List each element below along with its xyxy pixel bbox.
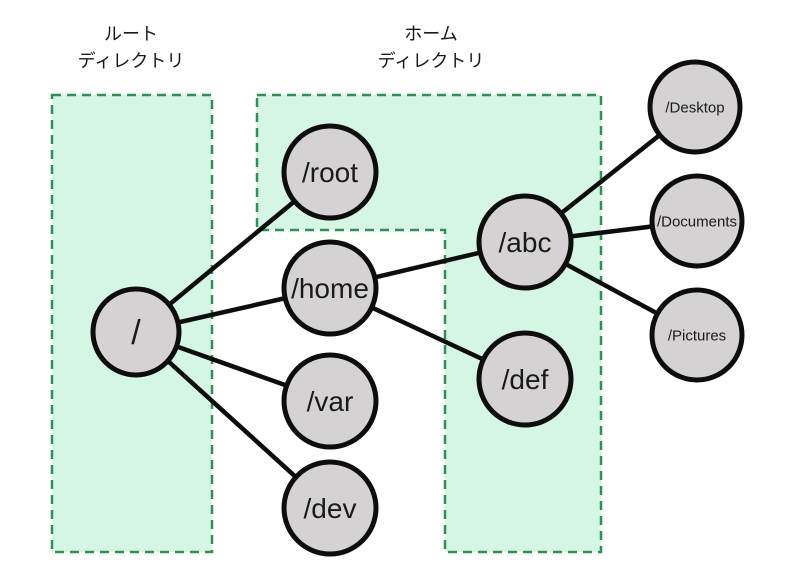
node-circle-desktop: [647, 59, 743, 155]
node-circle-abc: [476, 193, 574, 291]
node-pictures: /Pictures: [649, 287, 745, 383]
home-directory-label-line-2: ディレクトリ: [378, 51, 485, 71]
node-var: /var: [281, 352, 379, 450]
node-root: /: [90, 286, 182, 378]
node-label-root: /: [131, 314, 141, 352]
node-circle-root: [90, 286, 182, 378]
node-slashroot: /root: [281, 123, 379, 221]
node-circle-slashroot: [281, 123, 379, 221]
node-circle-dev: [281, 459, 379, 557]
node-label-home: /home: [291, 273, 369, 304]
node-home: /home: [281, 239, 379, 337]
node-label-def: /def: [502, 364, 549, 395]
root-directory-label-line-2: ディレクトリ: [78, 51, 185, 71]
node-documents: /Documents: [649, 173, 745, 269]
node-label-desktop: /Desktop: [665, 99, 724, 116]
node-circle-documents: [649, 173, 745, 269]
node-label-slashroot: /root: [302, 157, 358, 188]
home-directory-label-line-1: ホーム: [404, 24, 457, 44]
node-dev: /dev: [281, 459, 379, 557]
node-label-documents: /Documents: [657, 213, 737, 230]
node-def: /def: [476, 330, 574, 428]
node-circle-home: [281, 239, 379, 337]
node-circle-var: [281, 352, 379, 450]
root-directory-label-line-1: ルート: [104, 24, 158, 44]
node-label-pictures: /Pictures: [668, 327, 726, 344]
node-circle-def: [476, 330, 574, 428]
node-label-abc: /abc: [499, 227, 552, 258]
node-label-dev: /dev: [304, 493, 357, 524]
node-desktop: /Desktop: [647, 59, 743, 155]
node-label-var: /var: [307, 386, 354, 417]
node-circle-pictures: [649, 287, 745, 383]
node-abc: /abc: [476, 193, 574, 291]
